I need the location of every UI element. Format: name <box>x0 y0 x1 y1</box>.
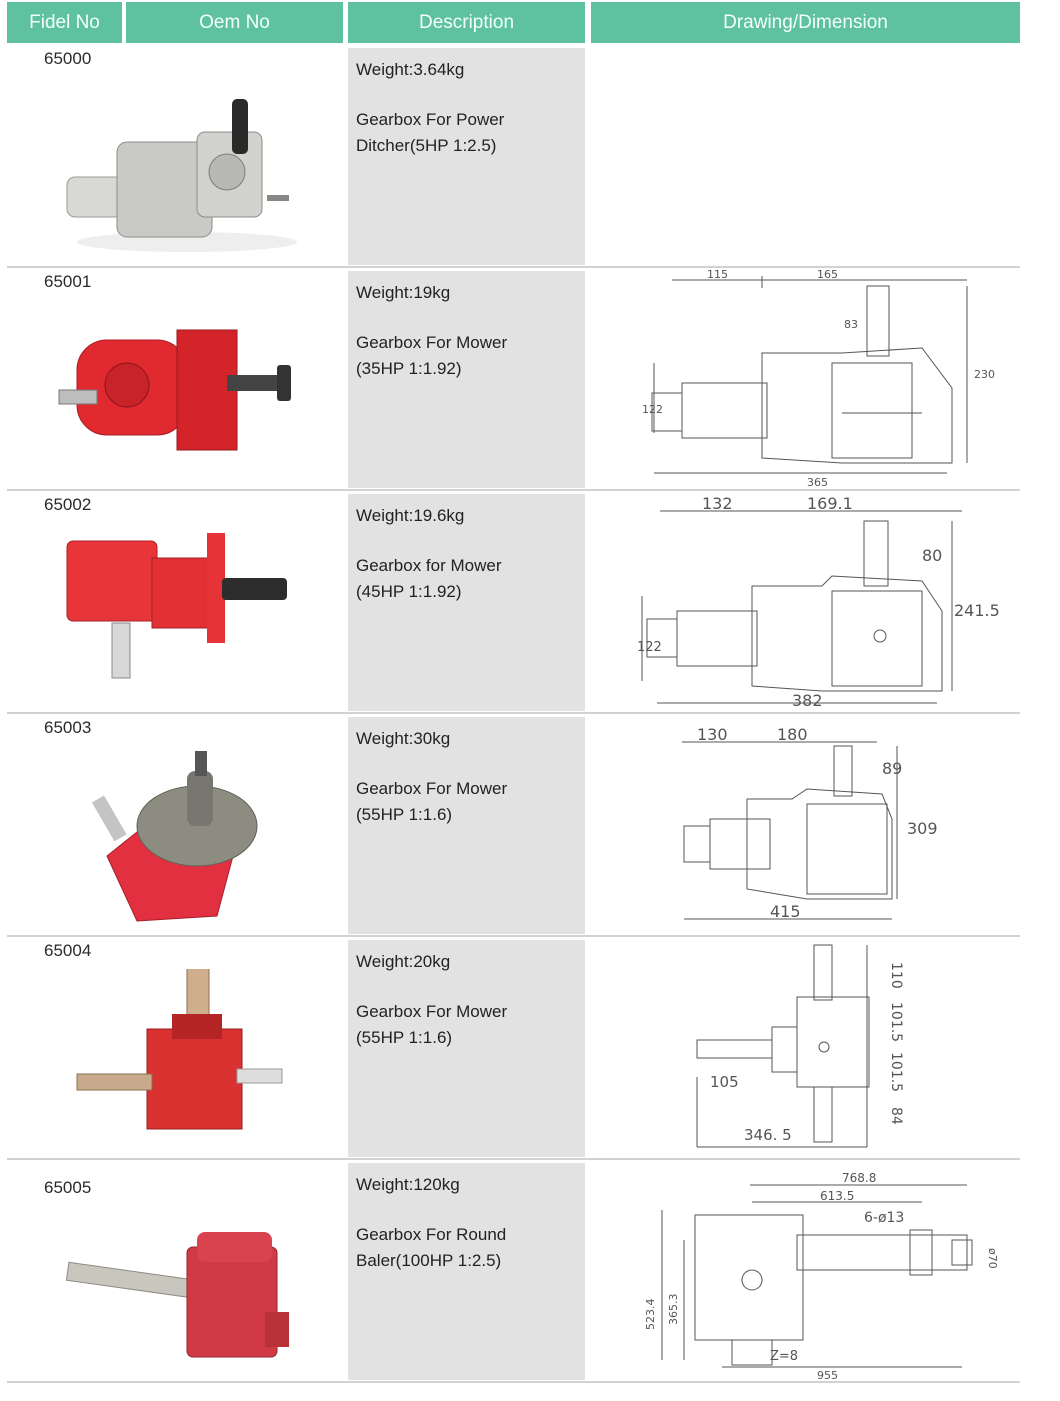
weight-text: Weight:20kg <box>356 952 451 971</box>
weight-text: Weight:19kg <box>356 283 451 302</box>
description-cell: Weight:20kg Gearbox For Mower (55HP 1:1.… <box>348 940 585 1157</box>
dim-label: 115 <box>707 268 728 281</box>
dim-label: 180 <box>777 725 808 744</box>
description-line-2: Baler(100HP 1:2.5) <box>356 1251 502 1270</box>
dimension-drawing: 130 180 89 309 415 <box>682 725 938 921</box>
dim-label: Z=8 <box>770 1349 798 1364</box>
table-row: 65004 Weight:20kg Gearbox For Mower (55H… <box>7 937 1020 1160</box>
dim-label: 230 <box>974 368 995 381</box>
dim-label: 365 <box>807 476 828 489</box>
gearbox-photo <box>76 969 283 1130</box>
fidel-number: 65003 <box>44 718 92 737</box>
dim-label: 83 <box>844 318 858 331</box>
dim-label: 955 <box>817 1369 838 1381</box>
dim-label: 365.3 <box>667 1294 680 1326</box>
description-line-2: Ditcher(5HP 1:2.5) <box>356 136 497 155</box>
description-line-1: Gearbox For Mower <box>356 1002 508 1021</box>
dim-label: 613.5 <box>820 1189 854 1203</box>
table-row: 65000 Weight:3.64kg Gearbox For Power Di… <box>7 45 1020 268</box>
dim-label: 105 <box>710 1073 739 1091</box>
weight-text: Weight:3.64kg <box>356 60 465 79</box>
row-divider <box>7 712 1020 714</box>
fidel-number: 65004 <box>44 941 92 960</box>
gearbox-photo <box>65 1232 289 1358</box>
fidel-number: 65005 <box>44 1178 92 1197</box>
description-line-1: Gearbox For Mower <box>356 779 508 798</box>
dim-label: 122 <box>637 640 662 655</box>
table-row: 65001 Weight:19kg Gearbox For Mower (35H… <box>7 268 1020 491</box>
row-divider <box>7 489 1020 491</box>
fidel-number: 65000 <box>44 49 92 68</box>
weight-text: Weight:19.6kg <box>356 506 465 525</box>
dim-label: 110 <box>888 962 904 989</box>
gearbox-photo <box>66 99 297 252</box>
dimension-drawing-empty <box>592 45 1020 266</box>
header-fidel-no: Fidel No <box>7 2 122 43</box>
weight-text: Weight:30kg <box>356 729 451 748</box>
dim-label: 382 <box>792 691 823 710</box>
dim-label: 80 <box>922 546 942 565</box>
fidel-number: 65001 <box>44 272 92 291</box>
table-row: 65003 Weight:30kg Gearbox For Mower (55H… <box>7 714 1020 937</box>
dim-label: 84 <box>888 1107 904 1125</box>
row-divider <box>7 266 1020 268</box>
dim-label: 132 <box>702 494 733 513</box>
header-oem-no: Oem No <box>126 2 343 43</box>
dim-label: 122 <box>642 403 663 416</box>
dimension-drawing: 110 101.5 101.5 84 105 346. 5 <box>696 944 904 1148</box>
gearbox-photo <box>91 751 258 922</box>
gearbox-photo <box>66 533 287 679</box>
row-divider <box>7 935 1020 937</box>
dimension-drawing: 115 165 83 230 122 365 <box>642 268 995 489</box>
description-cell: Weight:3.64kg Gearbox For Power Ditcher(… <box>348 48 585 265</box>
fidel-number: 65002 <box>44 495 92 514</box>
weight-text: Weight:120kg <box>356 1175 460 1194</box>
dim-label: 130 <box>697 725 728 744</box>
dim-label: 101.5 <box>888 1002 904 1042</box>
description-cell: Weight:30kg Gearbox For Mower (55HP 1:1.… <box>348 717 585 934</box>
gearbox-photo <box>58 329 291 451</box>
dim-label: 89 <box>882 759 902 778</box>
dim-label: 523.4 <box>644 1299 657 1331</box>
dim-label: 165 <box>817 268 838 281</box>
dim-label: 768.8 <box>842 1171 876 1185</box>
description-line-1: Gearbox for Mower <box>356 556 502 575</box>
dim-label: 309 <box>907 819 938 838</box>
description-line-2: (55HP 1:1.6) <box>356 1028 453 1047</box>
header-drawing-dimension: Drawing/Dimension <box>591 2 1020 43</box>
dim-label: 6-ø13 <box>864 1210 904 1226</box>
row-divider <box>7 1158 1020 1160</box>
description-cell: Weight:19kg Gearbox For Mower (35HP 1:1.… <box>348 271 585 488</box>
dim-label: 346. 5 <box>744 1126 792 1144</box>
dimension-drawing: 132 169.1 80 241.5 122 382 <box>637 494 1000 710</box>
dimension-drawing: 768.8 613.5 6-ø13 523.4 365.3 Z=8 ø70 95… <box>644 1171 999 1381</box>
header-description: Description <box>348 2 585 43</box>
dim-label: 415 <box>770 902 801 921</box>
description-cell: Weight:19.6kg Gearbox for Mower (45HP 1:… <box>348 494 585 711</box>
description-line-1: Gearbox For Power <box>356 110 505 129</box>
description-line-1: Gearbox For Mower <box>356 333 508 352</box>
description-line-2: (55HP 1:1.6) <box>356 805 453 824</box>
description-cell: Weight:120kg Gearbox For Round Baler(100… <box>348 1163 585 1380</box>
table-row: 65002 Weight:19.6kg Gearbox for Mower (4… <box>7 491 1020 714</box>
dim-label: ø70 <box>986 1248 999 1269</box>
description-line-2: (45HP 1:1.92) <box>356 582 462 601</box>
description-line-1: Gearbox For Round <box>356 1225 507 1244</box>
dim-label: 241.5 <box>954 601 1000 620</box>
dim-label: 169.1 <box>807 494 853 513</box>
table-row: 65005 Weight:120kg Gearbox For Round Bal… <box>7 1160 1020 1383</box>
row-divider <box>7 1381 1020 1383</box>
description-line-2: (35HP 1:1.92) <box>356 359 462 378</box>
dim-label: 101.5 <box>888 1052 904 1092</box>
